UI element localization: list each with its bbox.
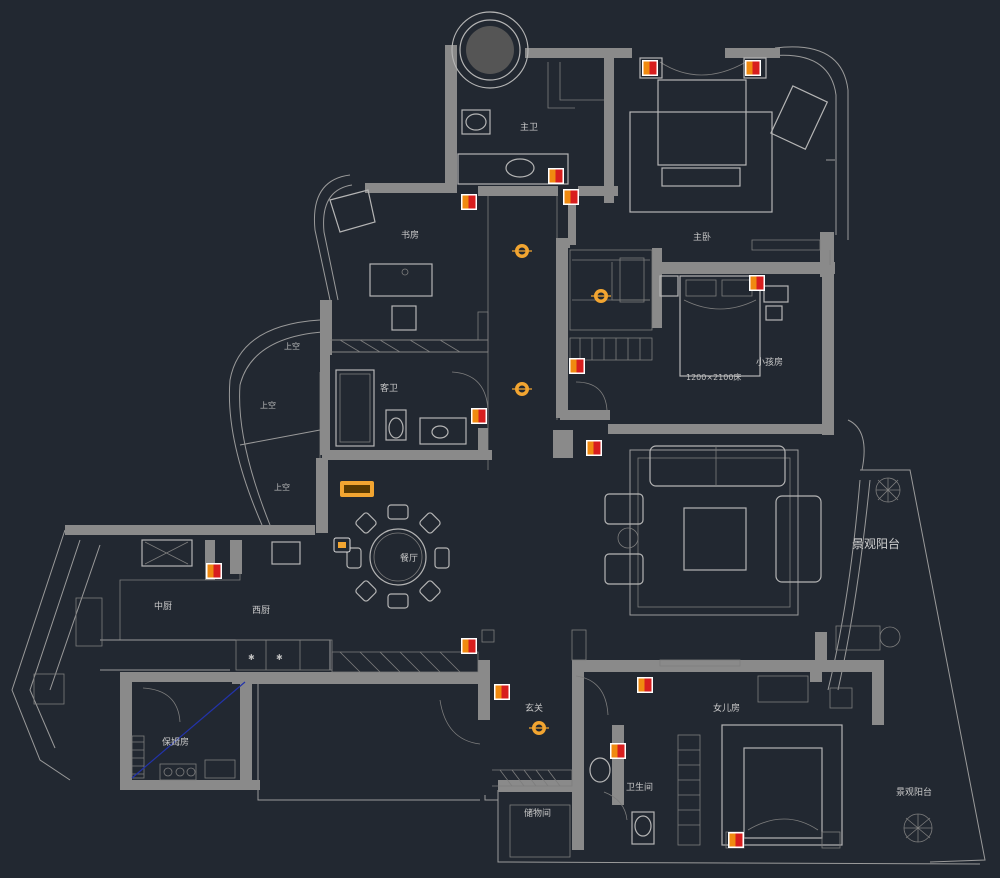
electrical-panel-icon (637, 677, 653, 693)
room-label-western-kitchen: 西厨 (252, 605, 270, 616)
room-label-foyer: 玄关 (525, 702, 543, 714)
room-label-bathroom: 卫生间 (626, 781, 653, 793)
room-label-void-3: 上空 (274, 482, 290, 492)
room-label-balcony-top: 景观阳台 (852, 536, 900, 551)
bed-size-annotation: 1200×2100床 (686, 372, 741, 382)
ceiling-light-icon (512, 244, 532, 258)
electrical-panel-icon (728, 832, 744, 848)
electrical-panel-icon (642, 60, 658, 76)
electrical-panel-icon (548, 168, 564, 184)
balcony-fixtures (835, 477, 933, 843)
room-label-dining: 餐厅 (400, 552, 418, 564)
room-label-balcony-bottom: 景观阳台 (896, 786, 932, 798)
room-label-storage: 储物间 (524, 807, 551, 819)
electrical-panel-icon (586, 440, 602, 456)
guest-bath-fixtures (335, 369, 489, 447)
electrical-panel-icon (461, 638, 477, 654)
daughter-room-furniture (659, 659, 853, 849)
nanny-room-fixtures (131, 681, 246, 781)
room-label-guest-bath: 客卫 (380, 382, 398, 394)
room-label-master-bedroom: 主卧 (693, 231, 711, 243)
outline-lines (11, 46, 986, 865)
walls (65, 45, 884, 850)
room-label-kitchen: 中厨 (154, 600, 172, 612)
living-room-sofa (604, 445, 822, 585)
electrical-panel-icon (494, 684, 510, 700)
room-labels: 主卫 书房 主卧 小孩房 1200×2100床 客卫 餐厅 中厨 西厨 保姆房 … (154, 121, 932, 819)
room-label-kids-room: 小孩房 (756, 356, 783, 368)
electrical-panel-icon (461, 194, 477, 210)
foyer-fixtures (439, 629, 609, 858)
kitchen-fixtures: ✱ ✱ (33, 539, 479, 705)
ceiling-light-icon (512, 382, 532, 396)
svg-text:✱: ✱ (276, 653, 283, 662)
ceiling-light-icon (591, 289, 611, 303)
room-label-void-1: 上空 (284, 341, 300, 351)
electrical-panel-icon (206, 563, 222, 579)
ceiling-light-icon (529, 721, 549, 735)
bathroom-fixtures (589, 757, 655, 845)
electrical-panel-icon (745, 60, 761, 76)
room-label-daughter-room: 女儿房 (713, 702, 740, 714)
master-bath-fixtures (451, 11, 604, 185)
electrical-panel-icon (563, 189, 579, 205)
kids-room-furniture (569, 249, 789, 411)
room-label-study: 书房 (401, 229, 419, 241)
room-label-void-2: 上空 (260, 400, 276, 410)
electrical-panel-icon (749, 275, 765, 291)
round-bathtub (451, 11, 529, 89)
electrical-panel-icon (610, 743, 626, 759)
svg-text:✱: ✱ (248, 653, 255, 662)
study-furniture (329, 189, 489, 353)
electrical-panel-icon (569, 358, 585, 374)
room-label-master-bath: 主卫 (520, 121, 538, 133)
ceiling-lights (333, 244, 611, 735)
master-bedroom-furniture (629, 57, 831, 265)
dining-table (346, 504, 450, 609)
electrical-panels (206, 60, 765, 848)
electrical-panel-icon (471, 408, 487, 424)
room-label-nanny-room: 保姆房 (162, 736, 189, 748)
